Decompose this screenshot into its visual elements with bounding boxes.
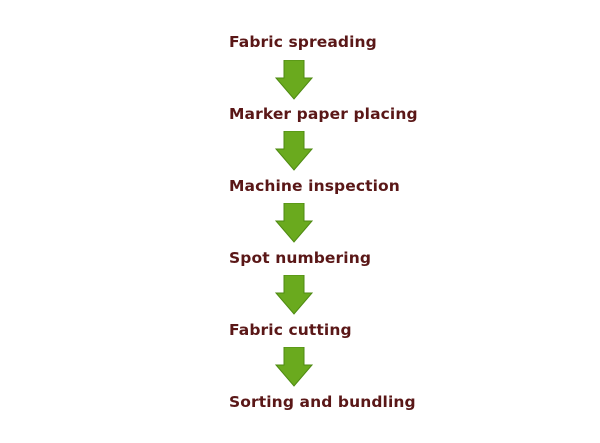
step-sorting-and-bundling: Sorting and bundling xyxy=(229,393,416,411)
down-arrow-icon xyxy=(274,275,314,315)
down-arrow-icon xyxy=(274,203,314,243)
step-fabric-spreading: Fabric spreading xyxy=(229,33,377,51)
step-marker-paper-placing: Marker paper placing xyxy=(229,105,418,123)
down-arrow-icon xyxy=(274,60,314,100)
step-machine-inspection: Machine inspection xyxy=(229,177,400,195)
down-arrow-icon xyxy=(274,131,314,171)
step-fabric-cutting: Fabric cutting xyxy=(229,321,352,339)
down-arrow-icon xyxy=(274,347,314,387)
step-spot-numbering: Spot numbering xyxy=(229,249,372,267)
